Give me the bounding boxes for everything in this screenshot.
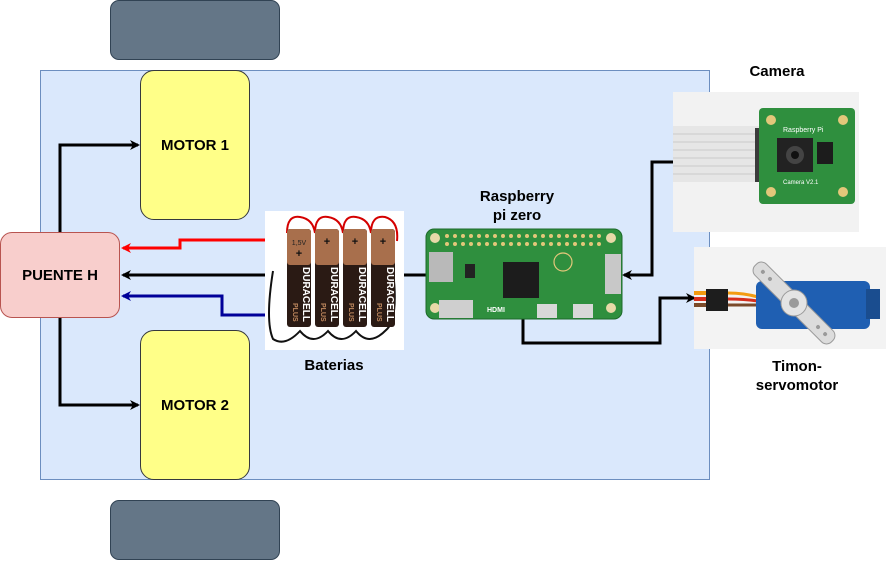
- servo-label: Timon- servomotor: [737, 357, 857, 395]
- motor-2: MOTOR 2: [140, 330, 250, 480]
- h-bridge-label: PUENTE H: [22, 266, 98, 284]
- servo-label-line1: Timon-: [772, 358, 822, 375]
- battery-plus-4: +: [380, 236, 386, 248]
- motor-1-label: MOTOR 1: [160, 136, 230, 154]
- camera-module-image: Raspberry Pi Camera V2.1: [673, 92, 859, 232]
- wire-battery-positive: [121, 238, 290, 253]
- battery-sub-3: PLUS: [347, 303, 354, 322]
- battery-brand-3: DURACELL: [356, 267, 367, 322]
- battery-brand-4: DURACELL: [384, 267, 395, 322]
- raspberry-label-line2: pi zero: [492, 207, 542, 224]
- wire-pi-servo: [521, 293, 696, 345]
- servo-label-line2: servomotor: [755, 377, 839, 394]
- camera-label: Camera: [749, 63, 805, 80]
- raspberry-pi-zero-image: HDMI: [425, 228, 623, 320]
- battery-sub-2: PLUS: [319, 303, 326, 322]
- battery-plus-1: +: [296, 248, 302, 260]
- servo-motor-image: [694, 247, 886, 349]
- battery-voltage: 1,5V: [292, 240, 307, 247]
- batteries-image: 1,5V + + + + DURACELL DURACELL DURACELL …: [265, 211, 404, 350]
- motor-1: MOTOR 1: [140, 70, 250, 220]
- motor-2-label: MOTOR 2: [160, 396, 230, 414]
- batteries-label: Baterias: [304, 357, 364, 374]
- battery-plus-2: +: [324, 236, 330, 248]
- wire-camera-pi: [622, 160, 676, 280]
- raspberry-label: Raspberry pi zero: [462, 187, 572, 225]
- battery-sub-4: PLUS: [375, 303, 382, 322]
- raspberry-label-line1: Raspberry: [479, 188, 555, 205]
- battery-sub-1: PLUS: [291, 303, 298, 322]
- wheel-top: [110, 0, 280, 60]
- wire-hbridge-motor1: [58, 140, 140, 232]
- pi-hdmi-label: HDMI: [487, 307, 505, 314]
- wire-hbridge-motor2: [58, 318, 140, 410]
- battery-plus-3: +: [352, 236, 358, 248]
- battery-brand-2: DURACELL: [328, 267, 339, 322]
- wheel-bottom: [110, 500, 280, 560]
- wire-battery-negative: [121, 291, 290, 317]
- battery-brand-1: DURACELL: [300, 267, 311, 322]
- h-bridge: PUENTE H: [0, 232, 120, 318]
- camera-model-text: Camera V2.1: [783, 180, 819, 186]
- camera-brand-text: Raspberry Pi: [783, 127, 824, 134]
